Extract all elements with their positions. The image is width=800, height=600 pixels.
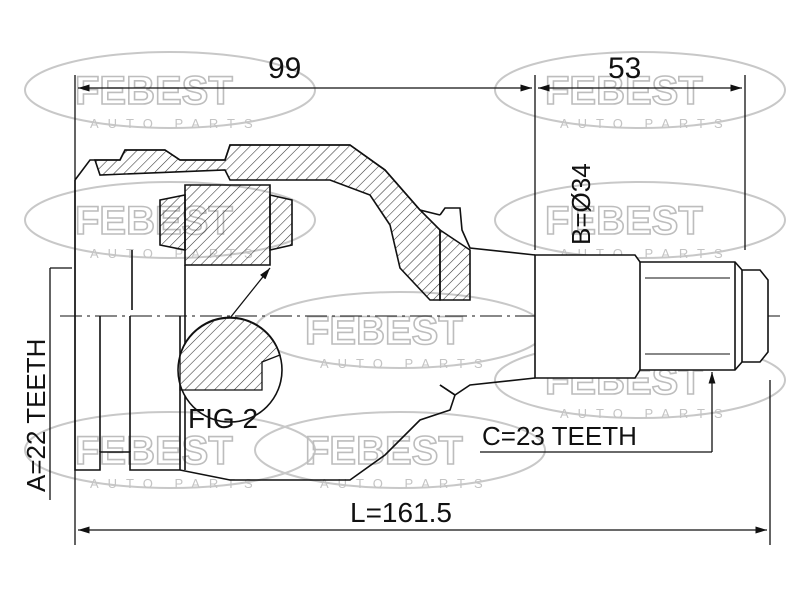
ball-right-section [269, 193, 293, 252]
watermark-tagline: AUTO PARTS [560, 116, 732, 131]
fig2-section [179, 316, 281, 391]
boot-section [439, 228, 471, 301]
dim-outer-spline: C=23 TEETH [482, 421, 637, 451]
watermark-tagline: AUTO PARTS [320, 356, 492, 371]
watermark-brand: FEBEST [75, 429, 233, 473]
dim-right-length: 53 [608, 52, 641, 85]
fig2-label: FIG 2 [188, 403, 258, 434]
watermark-tagline: AUTO PARTS [320, 476, 492, 491]
fig2-detail: FIG 2 [177, 267, 283, 434]
housing-ribs [99, 316, 181, 470]
cv-joint-part [74, 144, 769, 481]
dim-shaft-diameter: B=Ø34 [566, 163, 596, 245]
dimension-labels: 99 53 B=Ø34 A=22 TEETH C=23 TEETH L=161.… [21, 52, 641, 528]
watermark-tagline: AUTO PARTS [90, 476, 262, 491]
watermark-brand: FEBEST [305, 429, 463, 473]
watermark-logo: FEBEST AUTO PARTS [24, 411, 316, 491]
watermark-brand: FEBEST [75, 69, 233, 113]
watermark-layer: FEBEST AUTO PARTS FEBEST AUTO PARTS FEBE… [24, 51, 786, 491]
dim-left-length: 99 [268, 52, 301, 85]
output-shaft [534, 254, 769, 379]
dim-total-length: L=161.5 [350, 497, 452, 528]
housing-lower-outline [74, 180, 456, 481]
watermark-tagline: AUTO PARTS [560, 406, 732, 421]
watermark-brand: FEBEST [545, 199, 703, 243]
dim-inner-spline: A=22 TEETH [21, 339, 51, 492]
fig2-leader [229, 267, 271, 319]
watermark-logo: FEBEST AUTO PARTS [254, 411, 546, 491]
watermark-logo: FEBEST AUTO PARTS [254, 291, 546, 371]
inner-race-section [184, 184, 271, 266]
ball-left-section [159, 194, 186, 251]
dimension-lines [49, 75, 771, 545]
watermark-logo: FEBEST AUTO PARTS [494, 181, 786, 261]
boot-neck [439, 207, 536, 396]
watermark-tagline: AUTO PARTS [90, 116, 262, 131]
